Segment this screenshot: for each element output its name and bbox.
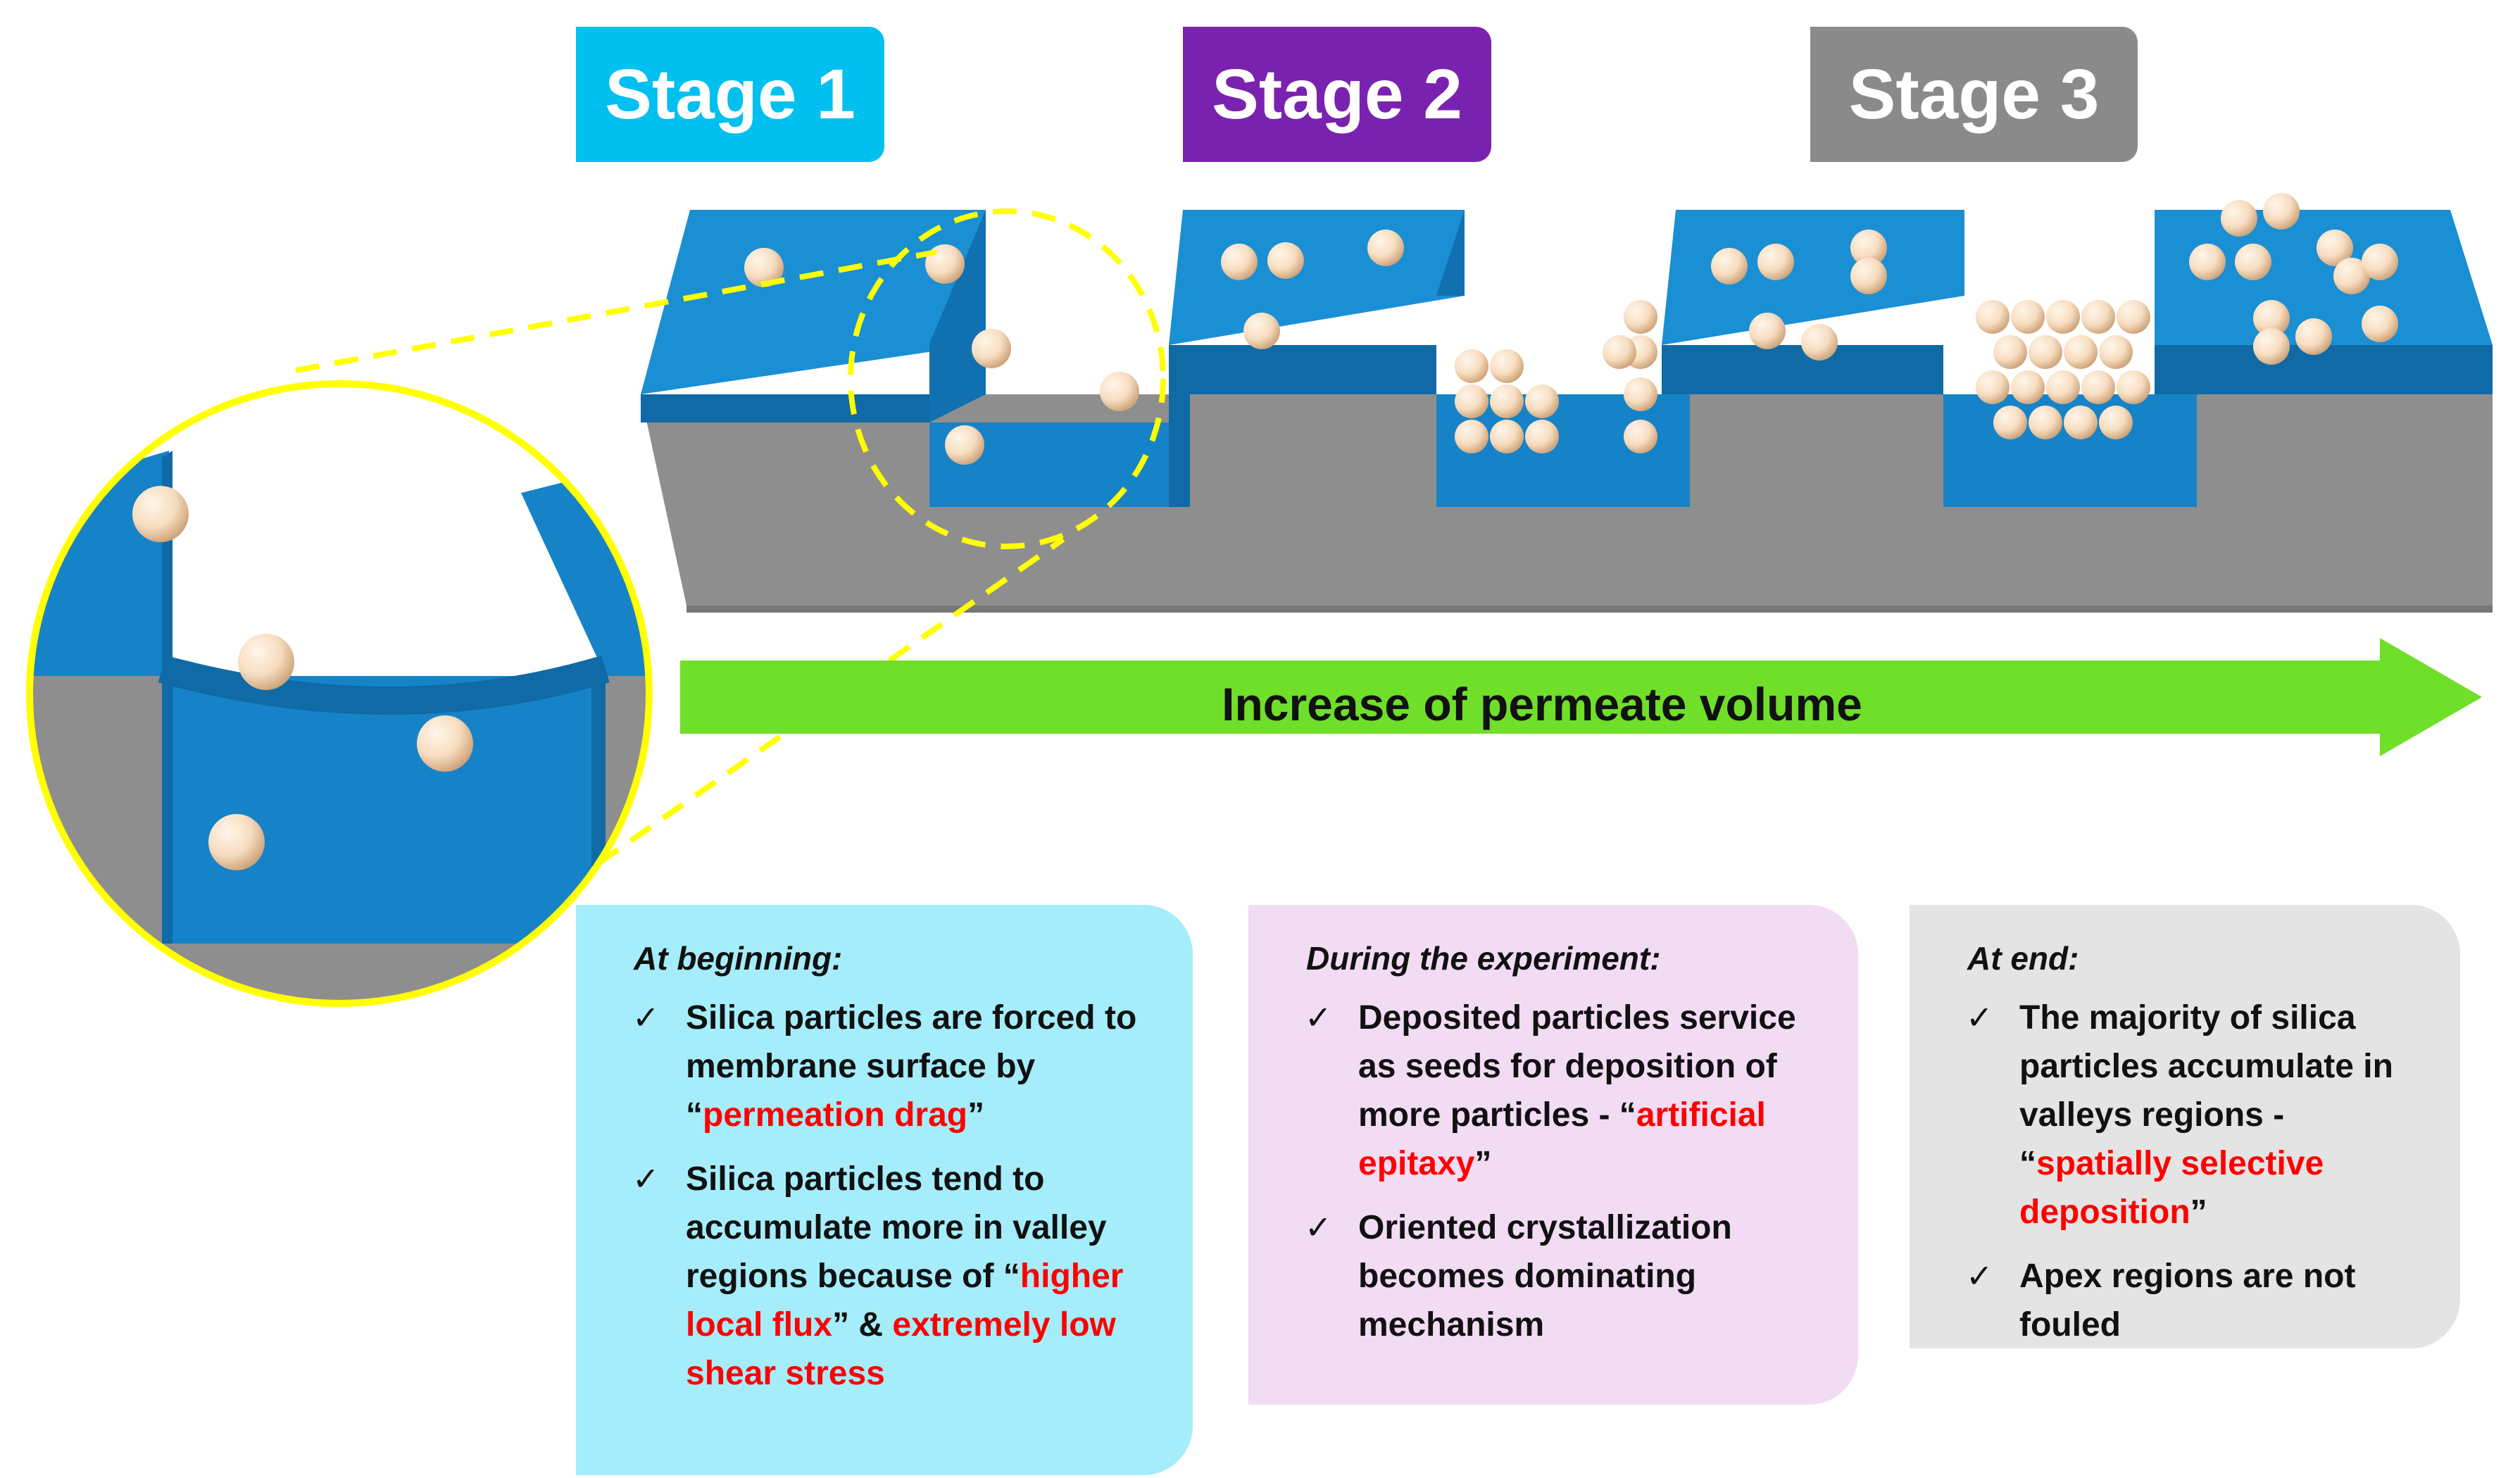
box-heading: During the experiment: xyxy=(1306,940,1661,977)
membrane-ridges xyxy=(641,210,2493,507)
stage-1-tab: Stage 1 xyxy=(576,27,884,162)
check-icon: ✓ xyxy=(632,1160,660,1197)
list-item: ✓ Oriented crystallization becomes domin… xyxy=(1298,1203,1816,1349)
stage-3-tab: Stage 3 xyxy=(1810,27,2138,162)
check-icon: ✓ xyxy=(1966,999,1993,1036)
check-icon: ✓ xyxy=(632,999,660,1036)
bullet-text: Apex regions are not fouled xyxy=(2019,1258,2356,1344)
bullet-text: The majority of silica particles accumul… xyxy=(2019,999,2393,1231)
stage-2-particles xyxy=(1221,230,1657,453)
check-icon: ✓ xyxy=(1305,1209,1332,1246)
bullet-text: Silica particles tend to accumulate more… xyxy=(686,1160,1124,1392)
stage-1-particles xyxy=(744,244,1139,465)
list-item: ✓ Deposited particles service as seeds f… xyxy=(1298,994,1816,1188)
bullet-text: Deposited particles service as seeds for… xyxy=(1358,999,1796,1182)
list-item: ✓ Silica particles tend to accumulate mo… xyxy=(625,1155,1151,1398)
bullet-text: Silica particles are forced to membrane … xyxy=(686,999,1137,1134)
list-item: ✓ Apex regions are not fouled xyxy=(1959,1252,2418,1349)
permeate-arrow-label: Increase of permeate volume xyxy=(1222,678,1862,730)
zoom-inset xyxy=(26,208,1166,1007)
check-icon: ✓ xyxy=(1966,1258,1993,1294)
box-heading: At beginning: xyxy=(634,940,843,977)
bullet-text: Oriented crystallization becomes dominat… xyxy=(1358,1209,1732,1344)
stage-2-description: During the experiment: ✓ Deposited parti… xyxy=(1248,905,1858,1405)
stage-3-particles xyxy=(1711,193,2398,439)
list-item: ✓ The majority of silica particles accum… xyxy=(1959,994,2418,1236)
box-heading: At end: xyxy=(1967,940,2079,977)
stage-1-description: At beginning: ✓ Silica particles are for… xyxy=(576,905,1193,1475)
list-item: ✓ Silica particles are forced to membran… xyxy=(625,994,1151,1139)
permeate-arrow xyxy=(680,638,2482,756)
check-icon: ✓ xyxy=(1305,999,1332,1036)
stage-3-description: At end: ✓ The majority of silica particl… xyxy=(1910,905,2460,1348)
stage-2-tab: Stage 2 xyxy=(1183,27,1491,162)
